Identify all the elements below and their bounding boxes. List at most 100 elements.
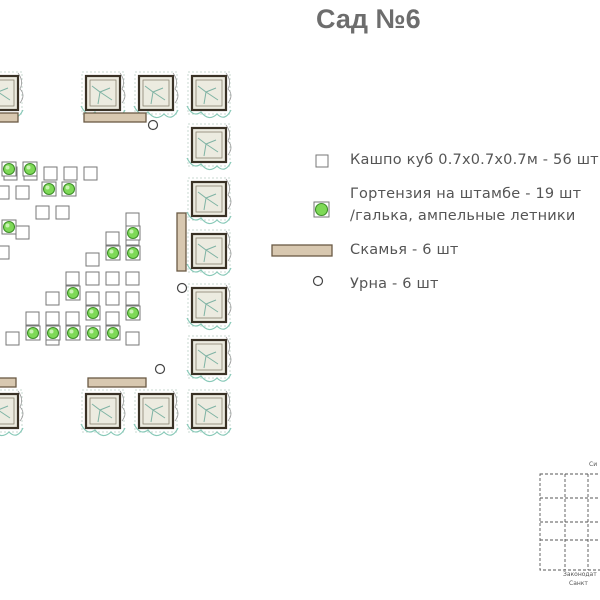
small-planter xyxy=(105,231,120,246)
planter-vine-outline xyxy=(134,389,178,433)
urn xyxy=(176,282,188,294)
urn-icon xyxy=(312,275,324,287)
planter-vine xyxy=(225,390,232,422)
planter-box xyxy=(84,74,122,112)
bench xyxy=(0,112,19,123)
large-planters xyxy=(0,71,232,437)
planter-vine-outline xyxy=(0,389,23,433)
hydrangea xyxy=(65,325,81,341)
page-title: Сад №6 xyxy=(316,4,421,34)
planter-plant-lines xyxy=(197,191,219,211)
small-planter xyxy=(45,311,60,326)
small-planter xyxy=(0,245,10,260)
hydrangea xyxy=(45,325,61,341)
location-mini-map xyxy=(539,473,600,571)
planter-vine xyxy=(133,423,179,437)
planter-vine xyxy=(186,369,232,383)
large-planter xyxy=(186,177,232,225)
hydrangea-highlight xyxy=(26,165,31,170)
hydrangea-crown xyxy=(23,162,37,176)
planter-plant-lines xyxy=(197,403,219,423)
planter-plant-lines xyxy=(197,137,219,157)
minimap-outline xyxy=(539,473,600,571)
square-planter-icon xyxy=(315,154,329,168)
hydrangea xyxy=(85,305,101,321)
large-planter xyxy=(186,71,232,119)
small-planter xyxy=(63,166,78,181)
hydrangea xyxy=(65,285,81,301)
small-planter xyxy=(85,252,100,267)
small-planter xyxy=(85,291,100,306)
planter-inner xyxy=(89,79,117,107)
hydrangea-crown xyxy=(66,326,80,340)
hydrangea-icon xyxy=(314,202,329,217)
planter-inner xyxy=(195,131,223,159)
planter-vine xyxy=(17,390,24,422)
large-planter xyxy=(0,71,24,119)
hydrangea-highlight xyxy=(5,223,10,228)
large-planter xyxy=(186,389,232,437)
hydrangeas xyxy=(1,161,141,341)
hydrangea-crown xyxy=(66,286,80,300)
planter-vine xyxy=(186,423,232,437)
planter-box xyxy=(190,180,228,218)
planter-inner xyxy=(195,79,223,107)
planter-vine xyxy=(119,390,126,422)
small-planter xyxy=(105,291,120,306)
planter-inner xyxy=(0,397,15,425)
planter-inner xyxy=(0,79,15,107)
hydrangea-highlight xyxy=(69,329,74,334)
small-planter xyxy=(5,331,20,346)
hydrangea-crown xyxy=(46,326,60,340)
small-planter xyxy=(85,271,100,286)
planter-vine-outline xyxy=(187,389,231,433)
hydrangea xyxy=(25,325,41,341)
planter-box xyxy=(0,392,20,430)
hydrangea xyxy=(22,161,38,177)
planter-plant-lines xyxy=(197,243,219,263)
hydrangea-crown xyxy=(126,226,140,240)
planter-plant-lines xyxy=(0,87,11,101)
hydrangea-highlight xyxy=(5,165,10,170)
hydrangea-crown xyxy=(126,246,140,260)
small-planter xyxy=(35,205,50,220)
planter-vine xyxy=(186,317,232,331)
hydrangea-crown xyxy=(2,220,16,234)
bench xyxy=(0,377,17,388)
planter-vine xyxy=(186,263,232,277)
legend-label-urn: Урна - 6 шт xyxy=(350,276,439,292)
small-planter xyxy=(125,212,140,227)
large-planter xyxy=(133,389,179,437)
hydrangea-highlight xyxy=(49,329,54,334)
planter-plant-lines xyxy=(0,405,11,419)
benches xyxy=(0,112,187,388)
hydrangea-crown xyxy=(86,306,100,320)
small-square-planters xyxy=(0,166,140,346)
planter-vine-outline xyxy=(187,177,231,221)
planter-vine xyxy=(0,427,24,437)
hydrangea-crown xyxy=(126,306,140,320)
bench xyxy=(176,212,187,272)
hydrangea xyxy=(61,181,77,197)
hydrangea xyxy=(105,325,121,341)
planter-plant-lines xyxy=(197,297,219,317)
planter-vine xyxy=(172,72,179,104)
planter-vine-outline xyxy=(187,335,231,379)
planter-inner xyxy=(195,397,223,425)
hydrangea-crown xyxy=(42,182,56,196)
planter-box xyxy=(190,392,228,430)
hydrangea-highlight xyxy=(69,289,74,294)
hydrangea-highlight xyxy=(45,185,50,190)
planter-vine xyxy=(186,157,232,171)
hydrangea xyxy=(105,245,121,261)
planter-vine-outline xyxy=(187,229,231,273)
hydrangea-highlight xyxy=(129,249,134,254)
hydrangea-crown xyxy=(86,326,100,340)
planter-inner xyxy=(195,291,223,319)
hydrangea-highlight xyxy=(129,309,134,314)
planter-plant-lines xyxy=(197,85,219,105)
bench xyxy=(83,112,147,123)
hydrangea-crown xyxy=(62,182,76,196)
planter-plant-lines xyxy=(144,85,166,105)
